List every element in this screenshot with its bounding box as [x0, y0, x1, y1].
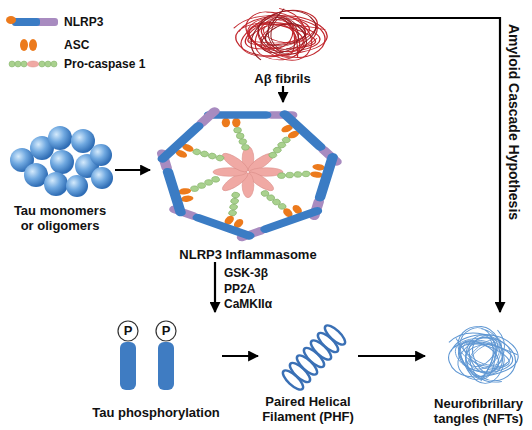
nft-tangle [441, 320, 524, 391]
inflammasome-ring [155, 106, 343, 243]
legend-label: ASC [64, 38, 89, 52]
legend-label: Pro-caspase 1 [64, 57, 145, 71]
flow-arrow [282, 86, 284, 102]
enzyme-label: GSK-3β PP2A CaMKIIα [224, 266, 286, 313]
legend-caspase-sample [9, 61, 57, 67]
phospho-tau-rods [118, 321, 176, 390]
inflammasome-node: NLRP3 Inflammasome [150, 102, 346, 262]
fibril-tangle [226, 3, 334, 68]
node-caption: Tau monomers or oligomers [10, 203, 110, 233]
filament-node: Paired Helical Filament (PHF) [258, 318, 358, 424]
flow-arrow [358, 355, 425, 357]
legend-nlrp3-sample [6, 16, 58, 26]
tau-monomer-cluster [10, 126, 113, 197]
node-caption: NLRP3 Inflammasome [179, 247, 316, 262]
phospho-mark: P [118, 323, 138, 339]
node-caption: Neurofibrillary tangles (NFTs) [425, 396, 532, 426]
flow-arrow [115, 169, 150, 171]
phospho-mark: P [156, 323, 176, 339]
tangle-node: Neurofibrillary tangles (NFTs) [425, 312, 532, 426]
node-caption: Tau phosphorylation [92, 405, 220, 420]
node-caption: Paired Helical Filament (PHF) [258, 394, 358, 424]
legend-asc-sample [20, 39, 37, 51]
flow-arrow [214, 262, 216, 312]
legend-label: NLRP3 [64, 15, 103, 29]
monomer-node: Tau monomers or oligomers [5, 125, 115, 233]
phosphorylation-node: Tau phosphorylation [90, 312, 222, 420]
flow-arrow [340, 18, 500, 312]
hypothesis-label: Amyloid Cascade Hypothesis [505, 24, 523, 220]
fibril-node: Aβ fibrils [225, 0, 340, 86]
helical-filament [280, 322, 348, 392]
flow-arrow [222, 355, 258, 357]
node-caption: Aβ fibrils [254, 71, 310, 86]
